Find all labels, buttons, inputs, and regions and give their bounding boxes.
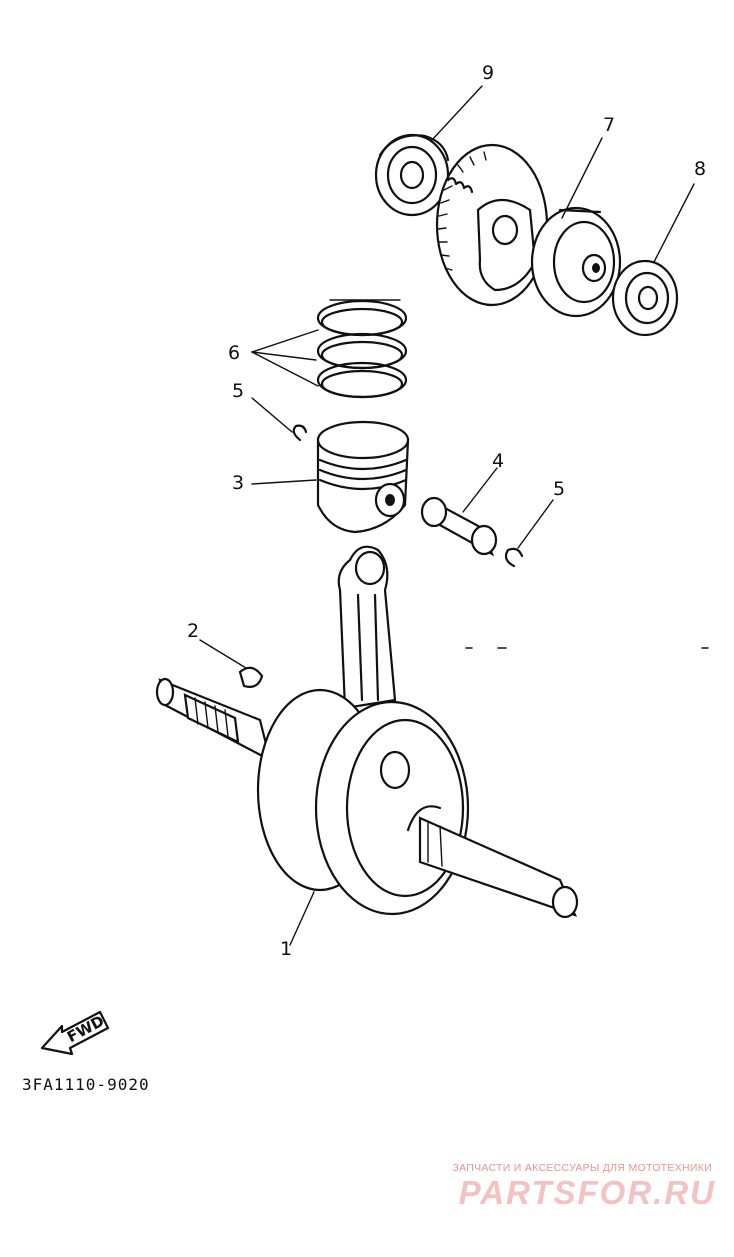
callout-7: 7 [603, 114, 616, 136]
circlip-5-right [504, 547, 524, 568]
callout-4: 4 [492, 450, 505, 472]
circlip-5-left [292, 424, 308, 442]
leader-lines [199, 85, 695, 946]
watermark-brand: PARTSFOR.RU [458, 1174, 716, 1211]
fwd-arrow-icon [40, 1010, 110, 1056]
piston-rings-6 [316, 299, 408, 399]
piston-3 [316, 420, 410, 534]
callout-2: 2 [187, 620, 200, 642]
piston-pin-4 [420, 496, 498, 557]
drawing-code: 3FA1110-9020 [22, 1075, 150, 1094]
callout-5-right: 5 [553, 478, 566, 500]
woodruff-key-2 [238, 666, 264, 688]
callout-6: 6 [228, 342, 241, 364]
callout-3: 3 [232, 472, 245, 494]
balancer-shaft-7 [435, 143, 622, 318]
bearing-9 [374, 133, 450, 217]
watermark-subtitle: ЗАПЧАСТИ И АКСЕССУАРЫ ДЛЯ МОТОТЕХНИКИ [452, 1162, 712, 1174]
callout-8: 8 [694, 158, 707, 180]
crankshaft-1 [155, 677, 579, 919]
callout-9: 9 [482, 62, 495, 84]
callout-5-left: 5 [232, 380, 245, 402]
callout-1: 1 [280, 938, 293, 960]
bearing-8 [611, 259, 679, 337]
connecting-rod [337, 545, 397, 710]
